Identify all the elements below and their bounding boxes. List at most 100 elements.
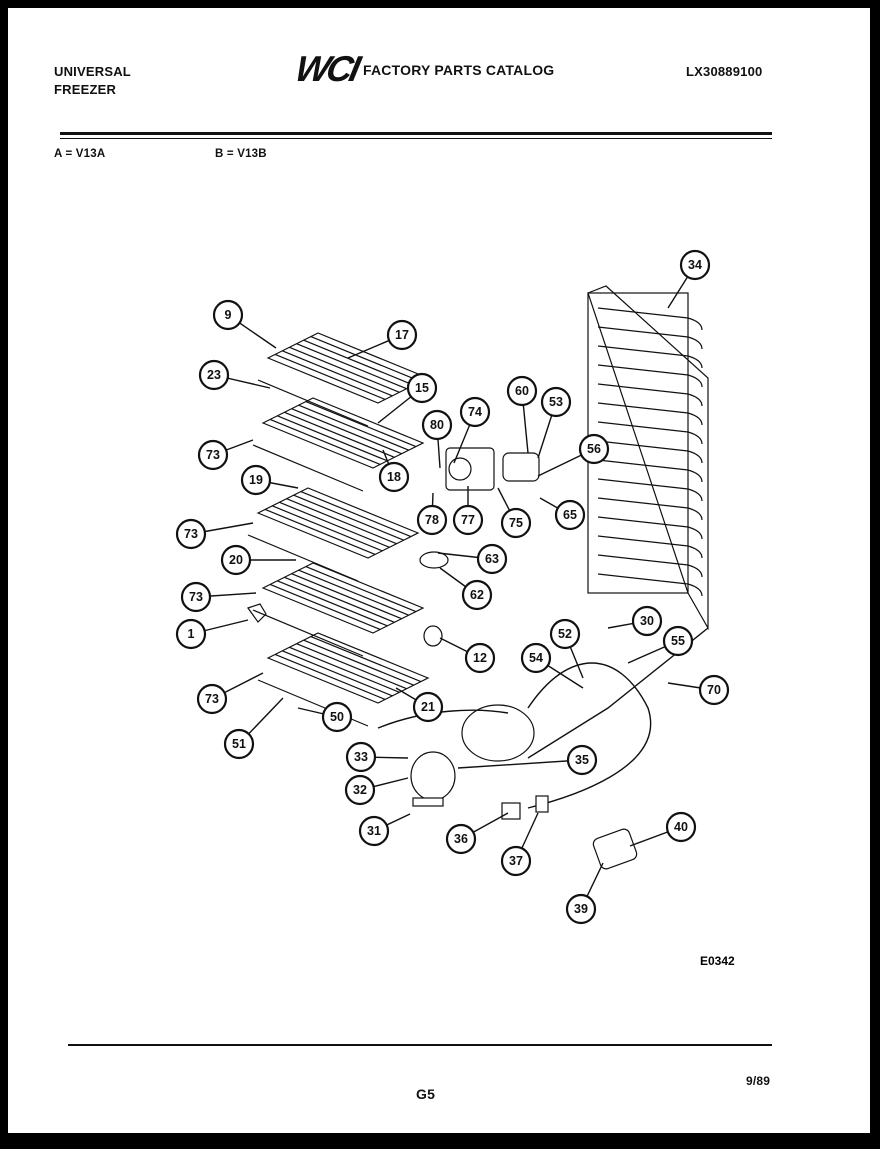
callout-number: 32 xyxy=(353,783,367,797)
callout-9: 9 xyxy=(212,299,244,331)
callout-number: 50 xyxy=(330,710,344,724)
callout-73: 73 xyxy=(175,518,207,550)
callout-63: 63 xyxy=(476,543,508,575)
callout-39: 39 xyxy=(565,893,597,925)
callout-number: 80 xyxy=(430,418,444,432)
callout-70: 70 xyxy=(698,674,730,706)
callout-32: 32 xyxy=(344,774,376,806)
callout-number: 40 xyxy=(674,820,688,834)
catalog-title: FACTORY PARTS CATALOG xyxy=(363,62,555,78)
callout-number: 63 xyxy=(485,552,499,566)
callout-40: 40 xyxy=(665,811,697,843)
callout-number: 17 xyxy=(395,328,409,342)
callout-number: 15 xyxy=(415,381,429,395)
callout-number: 30 xyxy=(640,614,654,628)
callout-54: 54 xyxy=(520,642,552,674)
callout-77: 77 xyxy=(452,504,484,536)
callout-23: 23 xyxy=(198,359,230,391)
leader-line xyxy=(457,759,583,769)
callout-80: 80 xyxy=(421,409,453,441)
callout-number: 19 xyxy=(249,473,263,487)
callout-number: 21 xyxy=(421,700,435,714)
callout-number: 20 xyxy=(229,553,243,567)
callout-number: 52 xyxy=(558,627,572,641)
callout-30: 30 xyxy=(631,605,663,637)
callout-62: 62 xyxy=(461,579,493,611)
callout-34: 34 xyxy=(679,249,711,281)
callout-31: 31 xyxy=(358,815,390,847)
callout-12: 12 xyxy=(464,642,496,674)
callout-73: 73 xyxy=(180,581,212,613)
revision-date: 9/89 xyxy=(746,1074,771,1088)
callout-number: 53 xyxy=(549,395,563,409)
callout-52: 52 xyxy=(549,618,581,650)
callout-number: 60 xyxy=(515,384,529,398)
callout-number: 31 xyxy=(367,824,381,838)
callout-15: 15 xyxy=(406,372,438,404)
callout-number: 36 xyxy=(454,832,468,846)
exploded-parts-diagram: 34 9 17 23 15 80 74 60 53 73 18 56 19 78 77 75 65 73 63 20 6… xyxy=(175,249,735,968)
parts-catalog-page: { "header": { "brand_line1": "UNIVERSAL"… xyxy=(8,8,870,1133)
thermostat-drawing xyxy=(247,447,540,647)
callout-number: 51 xyxy=(232,737,246,751)
callout-number: 75 xyxy=(509,516,523,530)
callout-number: 12 xyxy=(473,651,487,665)
callout-number: 78 xyxy=(425,513,439,527)
catalog-number: LX30889100 xyxy=(686,64,763,79)
callout-number: 9 xyxy=(225,308,232,322)
callout-73: 73 xyxy=(196,683,228,715)
callout-number: 73 xyxy=(189,590,203,604)
header-rule-thick xyxy=(60,132,772,135)
brand-line-2: FREEZER xyxy=(54,82,117,97)
callout-37: 37 xyxy=(500,845,532,877)
callout-65: 65 xyxy=(554,499,586,531)
callout-50: 50 xyxy=(321,701,353,733)
callout-number: 73 xyxy=(184,527,198,541)
callout-17: 17 xyxy=(386,319,418,351)
callout-number: 56 xyxy=(587,442,601,456)
callout-number: 73 xyxy=(206,448,220,462)
callout-number: 18 xyxy=(387,470,401,484)
callout-number: 34 xyxy=(688,258,702,272)
callout-number: 39 xyxy=(574,902,588,916)
shelf-drawings xyxy=(247,332,430,727)
callout-number: 74 xyxy=(468,405,482,419)
callout-number: 65 xyxy=(563,508,577,522)
shelf-3 xyxy=(247,487,420,582)
shelf-4 xyxy=(252,562,425,657)
callout-1: 1 xyxy=(175,618,207,650)
callout-19: 19 xyxy=(240,464,272,496)
leader-lines xyxy=(190,264,715,910)
callout-75: 75 xyxy=(500,507,532,539)
callout-number: 54 xyxy=(529,651,543,665)
compressor-drawing xyxy=(377,662,652,870)
header-rule-thin xyxy=(60,138,772,139)
callout-bubbles: 34 9 17 23 15 80 74 60 53 73 18 56 19 78 77 75 65 73 63 20 6… xyxy=(175,249,730,925)
callout-number: 35 xyxy=(575,753,589,767)
callout-55: 55 xyxy=(662,625,694,657)
callout-number: 62 xyxy=(470,588,484,602)
footer-rule xyxy=(68,1044,772,1046)
callout-number: 55 xyxy=(671,634,685,648)
callout-74: 74 xyxy=(459,396,491,428)
figure-code: E0342 xyxy=(700,954,735,968)
callout-35: 35 xyxy=(566,744,598,776)
callout-78: 78 xyxy=(416,504,448,536)
callout-number: 1 xyxy=(188,627,195,641)
callout-number: 73 xyxy=(205,692,219,706)
page-code: G5 xyxy=(416,1086,436,1102)
callout-number: 33 xyxy=(354,750,368,764)
model-a-label: A = V13A xyxy=(54,148,106,160)
callout-18: 18 xyxy=(378,461,410,493)
model-b-label: B = V13B xyxy=(215,148,267,160)
callout-60: 60 xyxy=(506,375,538,407)
callout-number: 23 xyxy=(207,368,221,382)
callout-73: 73 xyxy=(197,439,229,471)
callout-20: 20 xyxy=(220,544,252,576)
shelf-2 xyxy=(252,397,425,492)
evaporator-drawing xyxy=(527,285,709,759)
callout-53: 53 xyxy=(540,386,572,418)
callout-36: 36 xyxy=(445,823,477,855)
callout-33: 33 xyxy=(345,741,377,773)
callout-number: 70 xyxy=(707,683,721,697)
